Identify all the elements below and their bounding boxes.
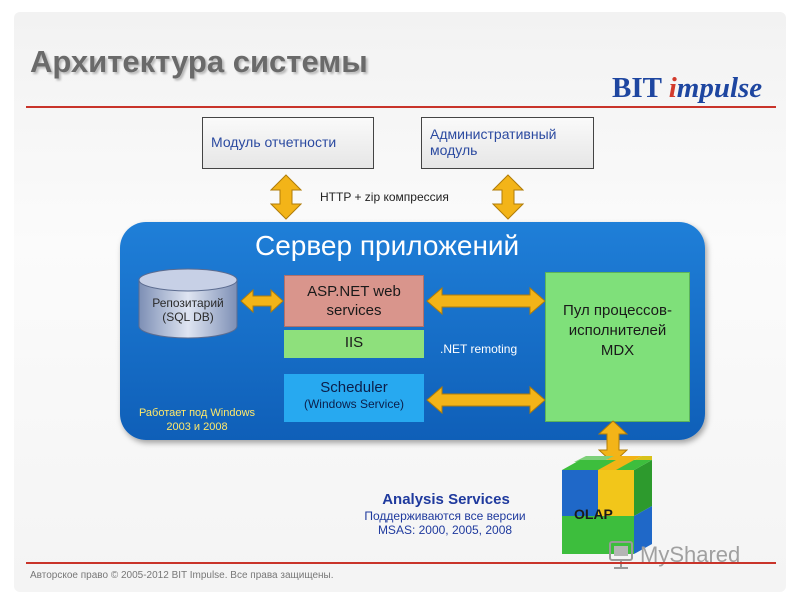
double-arrow-repo-aspnet xyxy=(240,288,284,314)
bit-impulse-logo: BIT impulse xyxy=(612,72,762,105)
scheduler-title: Scheduler xyxy=(320,379,388,396)
server-title: Сервер приложений xyxy=(255,230,520,261)
double-arrow-scheduler-pool xyxy=(426,385,546,415)
title-divider xyxy=(26,106,776,108)
copyright-text: Авторское право © 2005-2012 BIT Impulse.… xyxy=(30,570,334,581)
double-arrow-aspnet-pool xyxy=(426,286,546,316)
olap-label: OLAP xyxy=(574,506,613,522)
mdx-pool-box: Пул процессов-исполнителей MDX xyxy=(545,272,690,422)
analysis-services-title: Analysis Services xyxy=(382,491,510,508)
double-arrow-vertical-admin xyxy=(492,174,524,220)
admin-module-box: Административный модуль xyxy=(421,117,594,169)
slide-title: Архитектура системы xyxy=(30,44,368,79)
logo-part-mpulse: mpulse xyxy=(676,72,763,104)
iis-box: IIS xyxy=(284,330,424,358)
scheduler-subtitle: (Windows Service) xyxy=(303,397,405,411)
olap-cube-icon xyxy=(562,456,652,554)
footer-divider xyxy=(26,562,776,564)
repository-label: Репозитарий (SQL DB) xyxy=(152,296,224,324)
logo-part-bit: BIT xyxy=(612,72,669,104)
double-arrow-vertical-report xyxy=(270,174,302,220)
windows-note: Работает под Windows 2003 и 2008 xyxy=(138,407,256,433)
analysis-services-subtitle: Поддерживаются все версии MSAS: 2000, 20… xyxy=(364,509,526,537)
logo-part-i: i xyxy=(668,72,677,104)
aspnet-box: ASP.NET web services xyxy=(284,275,424,327)
database-icon xyxy=(138,268,238,339)
myshared-watermark: MyShared xyxy=(609,541,740,569)
remoting-label: .NET remoting xyxy=(440,342,518,356)
report-module-box: Модуль отчетности xyxy=(202,117,374,169)
http-label: HTTP + zip компрессия xyxy=(320,190,449,204)
scheduler-box: Scheduler (Windows Service) xyxy=(284,374,424,422)
